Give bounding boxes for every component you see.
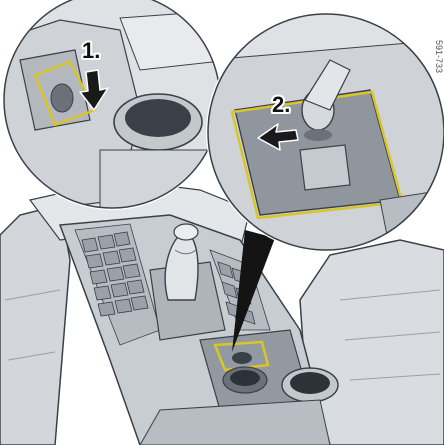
callout-2: 2. [272,92,290,117]
reference-code: 591-733 [434,40,444,73]
callout-1: 1. [82,38,100,63]
